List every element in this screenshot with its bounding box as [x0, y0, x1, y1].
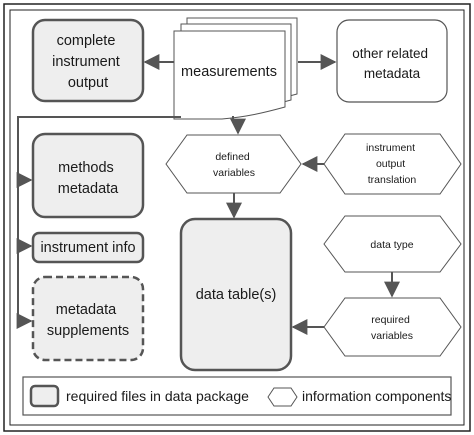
svg-text:metadata supplements: metadata supplements	[47, 302, 129, 339]
instrument-info-label: instrument info	[40, 240, 135, 256]
complete-instrument-output-line-3: output	[68, 75, 108, 91]
instrument-output-translation-line-2: output	[376, 158, 405, 170]
svg-text:other related metadata: other related metadata	[352, 46, 432, 81]
legend-information-components-label: information components	[302, 388, 451, 404]
instrument-output-translation-node: instrument output translation	[323, 133, 462, 195]
metadata-supplements-node: metadata supplements	[31, 275, 145, 362]
defined-variables-line-1: defined	[215, 151, 250, 163]
legend-required-files-swatch	[29, 384, 60, 408]
inner-frame	[9, 9, 465, 426]
data-table-label: data table(s)	[196, 287, 277, 303]
other-related-metadata-line-1: other related	[352, 46, 428, 61]
svg-text:defined variables: defined variables	[213, 151, 255, 179]
required-variables-line-2: variables	[371, 330, 413, 342]
data-type-label: data type	[370, 239, 413, 251]
measurements-node: measurements	[173, 17, 298, 120]
svg-text:instrument output: instrument output translation	[366, 142, 418, 186]
complete-instrument-output-node: complete instrument output	[31, 18, 145, 103]
svg-text:methods metadata: methods metadata	[58, 160, 119, 197]
required-variables-line-1: required	[371, 314, 410, 326]
legend-required-files-label: required files in data package	[66, 388, 249, 404]
instrument-output-translation-line-3: translation	[368, 174, 417, 186]
required-variables-node: required variables	[323, 297, 462, 357]
methods-metadata-line-1: methods	[58, 160, 114, 176]
instrument-output-translation-line-1: instrument	[366, 142, 415, 154]
measurements-label: measurements	[181, 64, 277, 80]
complete-instrument-output-line-2: instrument	[52, 54, 120, 70]
metadata-supplements-line-1: metadata	[56, 302, 117, 318]
other-related-metadata-node: other related metadata	[336, 19, 448, 103]
legend: required files in data package informati…	[22, 376, 452, 416]
complete-instrument-output-line-1: complete	[57, 33, 116, 49]
methods-metadata-node: methods metadata	[31, 132, 145, 219]
other-related-metadata-line-2: metadata	[364, 66, 421, 81]
data-table-node: data table(s)	[179, 217, 293, 372]
defined-variables-line-2: variables	[213, 167, 255, 179]
methods-metadata-line-2: metadata	[58, 181, 119, 197]
instrument-info-node: instrument info	[31, 231, 145, 264]
metadata-supplements-line-2: supplements	[47, 323, 129, 339]
outer-frame	[3, 3, 471, 432]
data-type-node: data type	[323, 215, 462, 273]
svg-text:required variables: required variables	[371, 314, 413, 342]
defined-variables-node: defined variables	[165, 134, 302, 194]
svg-text:complete instrument: complete instrument output	[52, 33, 124, 91]
arrow-measurements-to-defined-variables	[230, 116, 246, 135]
legend-information-components-swatch	[267, 387, 298, 407]
